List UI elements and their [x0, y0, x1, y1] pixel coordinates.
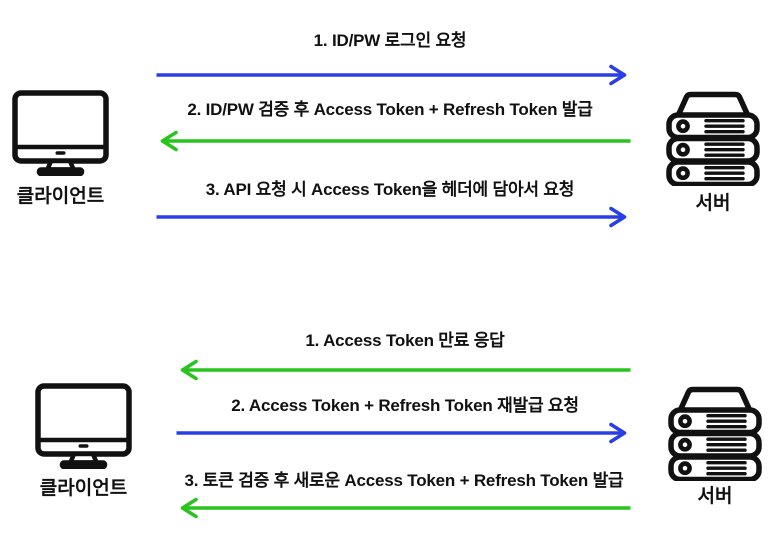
step-label-api-request: 3. API 요청 시 Access Token을 헤더에 담아서 요청 — [205, 180, 575, 199]
step-label-token-expired: 1. Access Token 만료 응답 — [305, 331, 505, 350]
client-monitor-icon — [12, 90, 109, 176]
step-label-login-request: 1. ID/PW 로그인 요청 — [313, 31, 467, 50]
arrow-right-icon — [176, 422, 627, 444]
arrow-left-icon — [180, 497, 631, 519]
arrow-left-icon — [160, 130, 631, 152]
step-label-reissue-request: 2. Access Token + Refresh Token 재발급 요청 — [231, 396, 579, 415]
server-label: 서버 — [695, 193, 731, 214]
step-label-token-reissued: 3. 토큰 검증 후 새로운 Access Token + Refresh To… — [184, 471, 624, 490]
arrow-right-icon — [156, 206, 627, 228]
server-label: 서버 — [697, 486, 733, 507]
arrow-right-icon — [156, 64, 627, 86]
client-monitor-icon — [35, 383, 132, 469]
step-label-token-issued: 2. ID/PW 검증 후 Access Token + Refresh Tok… — [187, 100, 593, 119]
client-label: 클라이언트 — [16, 186, 105, 207]
arrow-left-icon — [180, 359, 631, 381]
client-label: 클라이언트 — [39, 478, 128, 499]
server-stack-icon — [666, 91, 760, 186]
server-stack-icon — [668, 386, 762, 481]
